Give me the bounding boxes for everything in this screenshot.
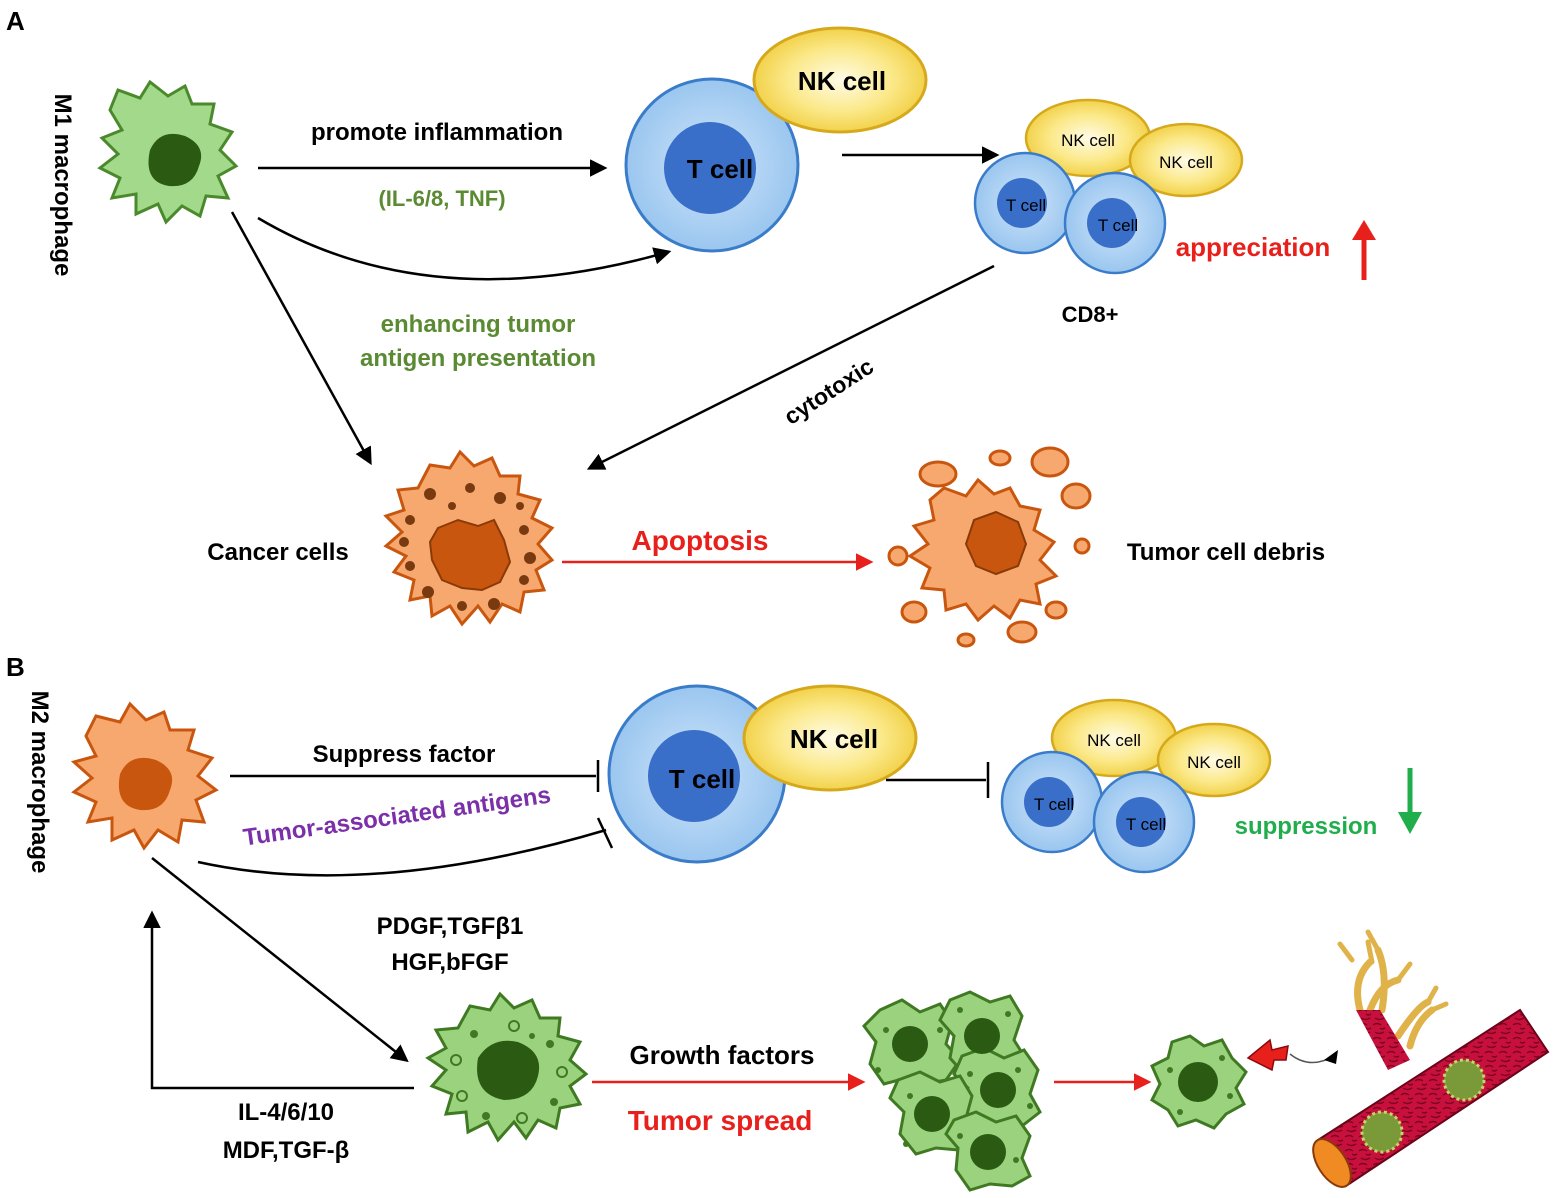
up-arrow-icon [1352, 220, 1376, 280]
cytokines-label: (IL-6/8, TNF) [378, 186, 505, 211]
tumor-cell-green [425, 991, 589, 1143]
m1-macrophage-label: M1 macrophage [49, 94, 76, 277]
cluster-a-t1: T cell [1006, 196, 1046, 215]
appreciation-label: appreciation [1176, 232, 1331, 262]
nk-cell-a: NK cell [752, 26, 928, 134]
growth-factors-label: Growth factors [630, 1040, 815, 1070]
nk-cell-b-label: NK cell [790, 724, 878, 754]
suppression-label: suppression [1235, 813, 1378, 840]
panel-a-letter: A [6, 6, 25, 36]
cytotoxic-label: cytotoxic [779, 353, 878, 430]
cancer-cells-label: Cancer cells [207, 539, 348, 566]
cluster-a-nk2: NK cell [1159, 153, 1213, 172]
suppress-factor-label: Suppress factor [313, 741, 496, 768]
tumor-antigens-label: Tumor-associated antigens [241, 782, 552, 852]
cluster-a-t2: T cell [1098, 216, 1138, 235]
cluster-b-t1: T cell [1034, 795, 1074, 814]
blood-vessel [1312, 929, 1550, 1188]
enhancing-line1: enhancing tumor [381, 311, 576, 338]
factors-line1: PDGF,TGFβ1 [377, 913, 524, 940]
metastatic-cell [1150, 1034, 1248, 1130]
apoptosis-label: Apoptosis [632, 525, 769, 556]
cancer-cell-a [383, 449, 555, 627]
factors-line2: HGF,bFGF [391, 949, 508, 976]
intravasation-arrow-icon [1246, 1038, 1338, 1072]
nk-cell-b: NK cell [742, 684, 918, 792]
t-cell-a: T cell [624, 77, 800, 253]
cluster-a-nk1: NK cell [1061, 131, 1115, 150]
cluster-b-nk1: NK cell [1087, 731, 1141, 750]
cd8-label: CD8+ [1062, 302, 1119, 327]
feedback-line2: MDF,TGF-β [223, 1137, 350, 1164]
down-arrow-icon [1398, 768, 1422, 834]
tumor-spread-label: Tumor spread [628, 1105, 813, 1136]
tumor-cluster-nuclei [892, 1018, 1016, 1170]
t-cell-a-label: T cell [687, 154, 753, 184]
feedback-line1: IL-4/6/10 [238, 1099, 334, 1126]
m1-macrophage-cell [97, 79, 239, 225]
enhancing-line2: antigen presentation [360, 345, 596, 372]
cd8-cluster-b: NK cell NK cell T cell T cell [1000, 698, 1272, 874]
t-cell-b-label: T cell [669, 764, 735, 794]
tumor-debris [887, 446, 1092, 648]
tumor-cluster-dots [875, 1007, 1033, 1163]
panel-b-letter: B [6, 652, 25, 682]
cd8-cluster-a: NK cell NK cell T cell T cell [973, 98, 1244, 275]
cluster-b-nk2: NK cell [1187, 753, 1241, 772]
t-cell-b: T cell [607, 684, 787, 864]
promote-inflammation-label: promote inflammation [311, 119, 563, 146]
m2-macrophage-label: M2 macrophage [26, 691, 53, 874]
nk-cell-a-label: NK cell [798, 66, 886, 96]
cluster-b-t2: T cell [1126, 815, 1166, 834]
tumor-debris-label: Tumor cell debris [1127, 539, 1325, 566]
m2-macrophage-cell [70, 701, 219, 851]
